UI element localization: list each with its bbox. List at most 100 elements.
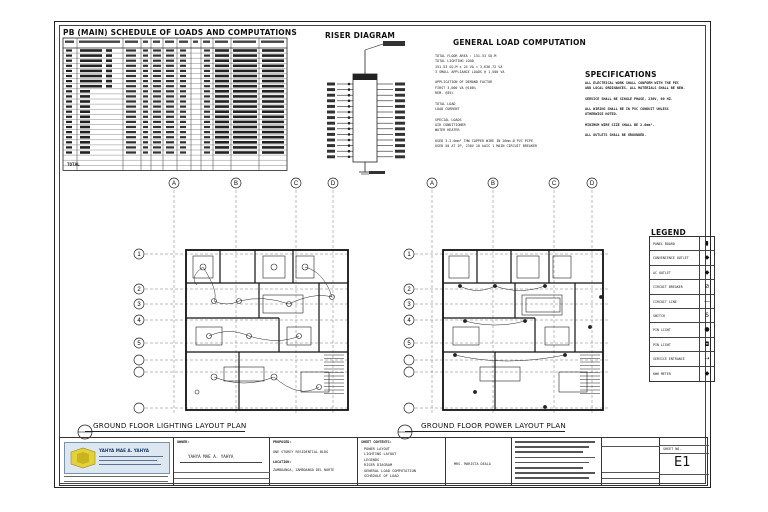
schedule-cell-fill xyxy=(204,90,210,93)
riser-label-right xyxy=(395,155,405,159)
general-line: TOTAL FLOOR AREA : 151.53 SQ.M xyxy=(435,54,497,58)
schedule-cell-fill xyxy=(262,84,284,88)
schedule-cell-fill xyxy=(204,95,210,98)
proposed-label: PROPOSED: xyxy=(273,440,292,444)
sheet-contents-label: SHEET CONTENTS: xyxy=(361,440,392,444)
riser-label-right xyxy=(395,82,405,86)
legend-item-label: KWH METER xyxy=(653,371,671,376)
schedule-cell-fill xyxy=(66,64,72,67)
riser-label-left xyxy=(327,104,335,108)
logo-rule-3 xyxy=(99,464,161,465)
schedule-cell-fill xyxy=(262,90,284,93)
schedule-header-fill xyxy=(261,40,284,43)
circuit-wire xyxy=(193,266,204,286)
fixture-symbol xyxy=(286,301,292,307)
legend-item-symbol: ◘ xyxy=(699,337,714,352)
schedule-cell-fill xyxy=(106,59,112,62)
info-rule-2 xyxy=(602,472,660,473)
riser-label-right xyxy=(395,88,405,92)
schedule-cell-fill xyxy=(204,49,210,52)
riser-label-left xyxy=(327,110,335,114)
riser-label-left xyxy=(327,99,335,103)
fixture xyxy=(223,366,265,382)
schedule-cell-fill xyxy=(126,120,136,123)
riser-service-drop xyxy=(364,43,384,51)
title-block-sheet-cell: SHEET NO. E1 xyxy=(660,438,709,485)
legend-item-symbol: ▮ xyxy=(699,237,714,251)
schedule-cell-fill xyxy=(80,54,102,57)
title-block-signature-cell: MRS. MARISTA DEALA xyxy=(446,438,512,485)
schedule-cell-fill xyxy=(143,80,148,83)
schedule-cell-fill xyxy=(143,100,148,103)
schedule-cell-fill xyxy=(166,95,174,98)
schedule-cell-fill xyxy=(215,120,229,124)
schedule-cell-fill xyxy=(80,130,90,134)
schedule-cell-fill xyxy=(204,64,210,67)
fixture xyxy=(295,255,315,279)
grid-number-label: 1 xyxy=(407,252,411,258)
schedule-cell-fill xyxy=(180,110,186,113)
fixture xyxy=(544,326,570,346)
riser-label-left xyxy=(327,88,335,92)
riser-diagram xyxy=(327,41,405,175)
schedule-cell-fill xyxy=(262,115,284,119)
schedule-cell-fill xyxy=(180,136,186,139)
riser-breaker xyxy=(347,149,351,153)
general-line: WATER HEATER xyxy=(435,128,460,133)
schedule-cell-fill xyxy=(166,54,174,57)
schedule-cell-fill xyxy=(126,49,136,52)
schedule-cell-fill xyxy=(204,151,210,154)
logo-text: YAHYA MAE A. YAHYA xyxy=(99,448,150,453)
schedule-cell-fill xyxy=(153,80,161,83)
notes-text xyxy=(515,441,595,483)
grid-bubble xyxy=(133,402,145,414)
schedule-cell-fill xyxy=(153,141,161,144)
spec-line: ALL OUTLETS SHALL BE GROUNDED. xyxy=(585,132,647,137)
riser-label-left xyxy=(327,155,335,159)
schedule-cell-fill xyxy=(262,79,284,83)
riser-label-left xyxy=(327,149,335,153)
schedule-cell-fill xyxy=(204,115,210,118)
title-block-owner-cell: OWNER: YAHYA MAE A. YAHYA xyxy=(174,438,270,485)
legend-item-label: SWITCH xyxy=(653,313,665,318)
grid-bubble xyxy=(403,366,415,378)
schedule-cell-fill xyxy=(143,131,148,134)
schedule-cell-fill xyxy=(180,90,186,93)
schedule-cell-fill xyxy=(126,80,136,83)
schedule-cell-fill xyxy=(126,54,136,57)
schedule-cell-fill xyxy=(180,69,186,72)
grid-bubble xyxy=(403,337,415,349)
legend-row: AC OUTLET◆ xyxy=(650,265,714,281)
schedule-cell-fill xyxy=(126,69,136,72)
riser-breaker xyxy=(347,82,351,86)
schedule-cell-fill xyxy=(204,146,210,149)
schedule-cell-fill xyxy=(204,105,210,108)
schedule-cell-fill xyxy=(153,151,161,154)
circuit-wire xyxy=(273,376,320,392)
schedule-cell-fill xyxy=(66,54,72,57)
schedule-cell-fill xyxy=(126,141,136,144)
schedule-cell-fill xyxy=(233,130,257,134)
schedule-cell-fill xyxy=(180,95,186,98)
schedule-cell-fill xyxy=(66,151,72,154)
grid-letter-label: C xyxy=(294,181,299,187)
fixture-symbol xyxy=(199,263,207,271)
schedule-cell-fill xyxy=(80,120,90,124)
schedule-cell-fill xyxy=(80,125,90,129)
general-line: LOAD CURRENT xyxy=(435,106,460,111)
schedule-cell-fill xyxy=(66,100,72,103)
fixture-symbol xyxy=(270,373,278,381)
riser-label-right xyxy=(395,110,405,114)
grid-letter-label: D xyxy=(331,181,336,187)
schedule-cell-fill xyxy=(215,110,229,113)
schedule-cell-fill xyxy=(153,95,161,98)
schedule-cell-fill xyxy=(106,49,112,52)
sheet-rule-1 xyxy=(660,445,709,446)
schedule-cell-fill xyxy=(66,59,72,62)
note-line xyxy=(515,456,595,459)
general-line: TOTAL LOAD xyxy=(435,101,456,106)
fixture-symbol xyxy=(206,333,212,339)
schedule-cell-fill xyxy=(166,64,174,67)
riser-label-left xyxy=(327,144,335,148)
